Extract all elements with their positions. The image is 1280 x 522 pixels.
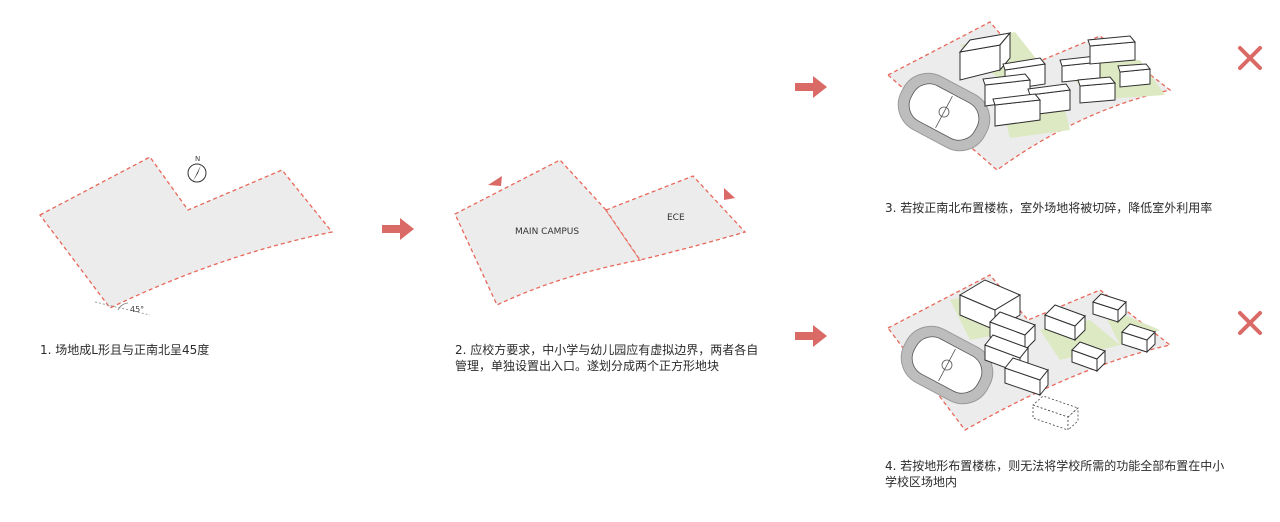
building: [1071, 341, 1106, 373]
building: [1087, 35, 1136, 65]
building: [1077, 76, 1116, 104]
angle-label: 45°: [130, 305, 144, 314]
step4-caption: 4. 若按地形布置楼栋，则无法将学校所需的功能全部布置在中小学校区场地内: [885, 459, 1225, 489]
building: [989, 311, 1036, 352]
compass-icon: N: [187, 155, 207, 183]
l-shaped-site: [39, 156, 334, 309]
arrow-right-icon: [795, 325, 827, 347]
site-step1: 45° N: [39, 155, 334, 316]
running-track: [897, 72, 991, 152]
main-campus-label: MAIN CAMPUS: [515, 227, 579, 237]
angle-arc: [117, 302, 129, 311]
building: [1004, 357, 1049, 397]
angle-guide: [94, 301, 151, 316]
building: [1117, 63, 1151, 88]
arrow-right-icon: [795, 76, 827, 98]
entrance-marker: [488, 176, 502, 186]
step2-caption: 2. 应校方要求，中小学与幼儿园应有虚拟边界，两者各自管理，单独设置出入口。遂划…: [455, 343, 759, 373]
building: [1044, 304, 1086, 342]
main-campus-block: [454, 159, 642, 306]
ece-block: [605, 175, 747, 261]
entrance-marker: [724, 188, 735, 200]
step1-caption: 1. 场地成L形且与正南北呈45度: [40, 343, 210, 357]
building: [1121, 323, 1156, 354]
building: [992, 93, 1041, 127]
ece-label: ECE: [667, 213, 685, 223]
cross-icon: [1238, 46, 1262, 70]
unplaced-building: [1032, 395, 1079, 431]
north-label: N: [195, 155, 200, 163]
running-track: [900, 325, 994, 405]
site-step2: MAIN CAMPUS ECE: [454, 159, 747, 306]
arrow-right-icon: [382, 218, 414, 240]
step3-caption: 3. 若按正南北布置楼栋，室外场地将被切碎，降低室外利用率: [885, 201, 1213, 215]
site-step4: [887, 274, 1172, 431]
site-step3: [886, 21, 1172, 171]
building: [1092, 293, 1127, 324]
building: [958, 31, 1012, 81]
cross-icon: [1238, 311, 1262, 335]
